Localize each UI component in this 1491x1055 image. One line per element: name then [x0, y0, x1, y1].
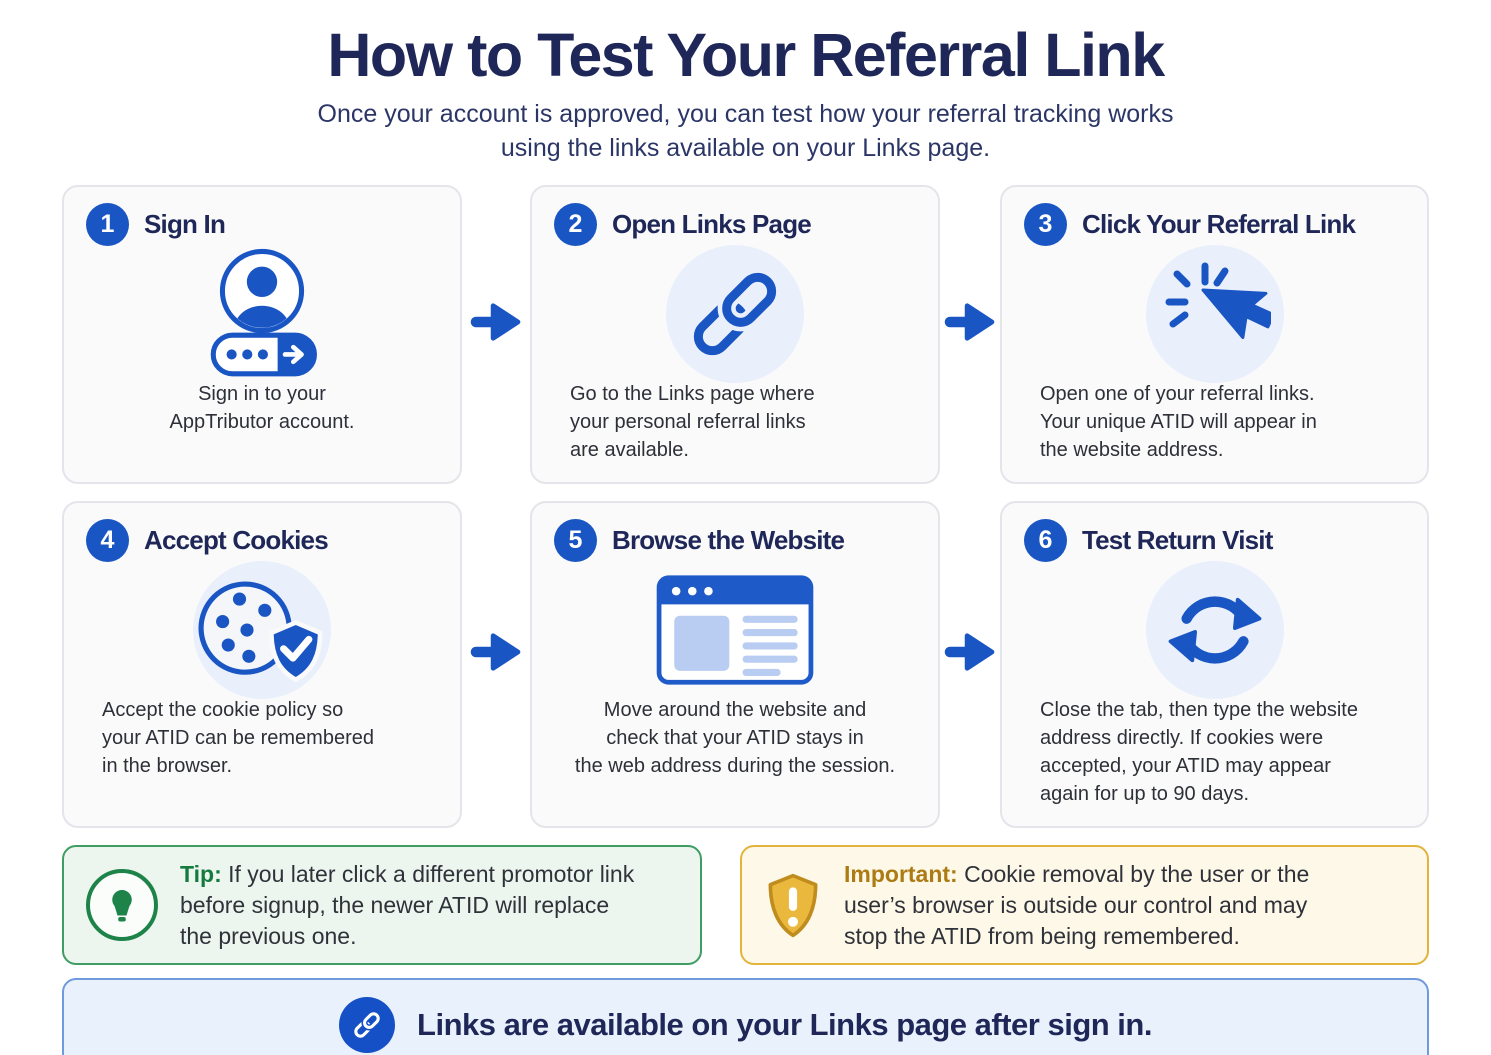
- footer-banner: Links are available on your Links page a…: [62, 978, 1429, 1055]
- cursor-click-icon: [1165, 262, 1271, 339]
- step-number-badge: 4: [86, 519, 129, 562]
- tip-box: Tip: If you later click a different prom…: [62, 845, 702, 966]
- step-description: Close the tab, then type the website add…: [1040, 699, 1358, 805]
- step-card-sign-in: 1 Sign In: [62, 185, 462, 484]
- step-header: 1 Sign In: [86, 203, 438, 246]
- step-number-badge: 1: [86, 203, 129, 246]
- important-box: Important: Cookie removal by the user or…: [740, 845, 1429, 966]
- step-title: Click Your Referral Link: [1082, 209, 1356, 239]
- tip-icon-ring: [86, 869, 158, 942]
- step-number-badge: 6: [1024, 519, 1067, 562]
- steps-grid: 1 Sign In: [62, 185, 1429, 828]
- step-description: Move around the website and check that y…: [574, 699, 896, 777]
- tip-body: If you later click a different promotor …: [180, 861, 635, 949]
- arrow-right-icon: [470, 632, 521, 671]
- arrow-right-icon: [944, 302, 995, 341]
- step-number-badge: 3: [1024, 203, 1067, 246]
- step-title: Test Return Visit: [1082, 525, 1273, 555]
- step-icon-zone: [86, 248, 438, 377]
- shield-alert-icon: [768, 873, 818, 937]
- step-card-browse-website: 5 Browse the Website: [530, 501, 940, 828]
- icon-halo: [1145, 561, 1284, 699]
- sign-in-avatar-icon: [210, 248, 317, 377]
- callouts-row: Tip: If you later click a different prom…: [62, 845, 1429, 966]
- step-card-accept-cookies: 4 Accept Cookies: [62, 501, 462, 828]
- tip-text: Tip: If you later click a different prom…: [180, 859, 634, 951]
- important-body: Cookie removal by the user or the user’s…: [844, 861, 1310, 949]
- step-icon-zone: [554, 568, 916, 692]
- step-header: 3 Click Your Referral Link: [1024, 203, 1405, 246]
- important-label: Important:: [844, 861, 958, 887]
- important-text: Important: Cookie removal by the user or…: [844, 859, 1309, 951]
- browser-window-icon: [656, 575, 814, 685]
- step-icon-zone: [1024, 561, 1405, 699]
- step-icon-zone: [554, 245, 916, 383]
- chain-link-icon: [354, 1011, 382, 1039]
- step-description: Go to the Links page where your personal…: [570, 383, 815, 461]
- step-card-open-links: 2 Open Links Page Go to the Links page w…: [530, 185, 940, 484]
- lightbulb-icon: [112, 890, 132, 922]
- page-title: How to Test Your Referral Link: [327, 21, 1165, 89]
- step-header: 4 Accept Cookies: [86, 519, 438, 562]
- tip-label: Tip:: [180, 861, 222, 887]
- page-subtitle: Once your account is approved, you can t…: [317, 100, 1174, 162]
- step-title: Open Links Page: [612, 209, 812, 239]
- cookie-shield-icon: [198, 581, 323, 683]
- step-title: Sign In: [144, 209, 226, 239]
- step-card-click-link: 3 Click Your Referral Link: [1000, 185, 1429, 484]
- step-title: Accept Cookies: [144, 525, 329, 555]
- footer-text: Links are available on your Links page a…: [417, 1007, 1152, 1043]
- step-description: Accept the cookie policy so your ATID ca…: [102, 699, 374, 777]
- step-number-badge: 5: [554, 519, 597, 562]
- step-description: Open one of your referral links. Your un…: [1040, 383, 1317, 461]
- arrow-right-icon: [944, 632, 995, 671]
- step-header: 6 Test Return Visit: [1024, 519, 1405, 562]
- refresh-arrows-icon: [1168, 596, 1261, 664]
- step-header: 2 Open Links Page: [554, 203, 916, 246]
- flow-arrow-cell: [940, 501, 1000, 828]
- flow-arrow-cell: [462, 185, 530, 484]
- flow-arrow-cell: [462, 501, 530, 828]
- step-icon-zone: [86, 561, 438, 699]
- footer-link-badge: [339, 997, 396, 1054]
- step-title: Browse the Website: [612, 525, 845, 555]
- step-icon-zone: [1024, 245, 1405, 383]
- step-card-test-return-visit: 6 Test Return Visit Close the tab, then …: [1000, 501, 1429, 828]
- step-description: Sign in to your AppTributor account.: [169, 383, 355, 433]
- step-number-badge: 2: [554, 203, 597, 246]
- chain-link-icon: [693, 268, 781, 356]
- flow-arrow-cell: [940, 185, 1000, 484]
- arrow-right-icon: [470, 302, 521, 341]
- step-header: 5 Browse the Website: [554, 519, 916, 562]
